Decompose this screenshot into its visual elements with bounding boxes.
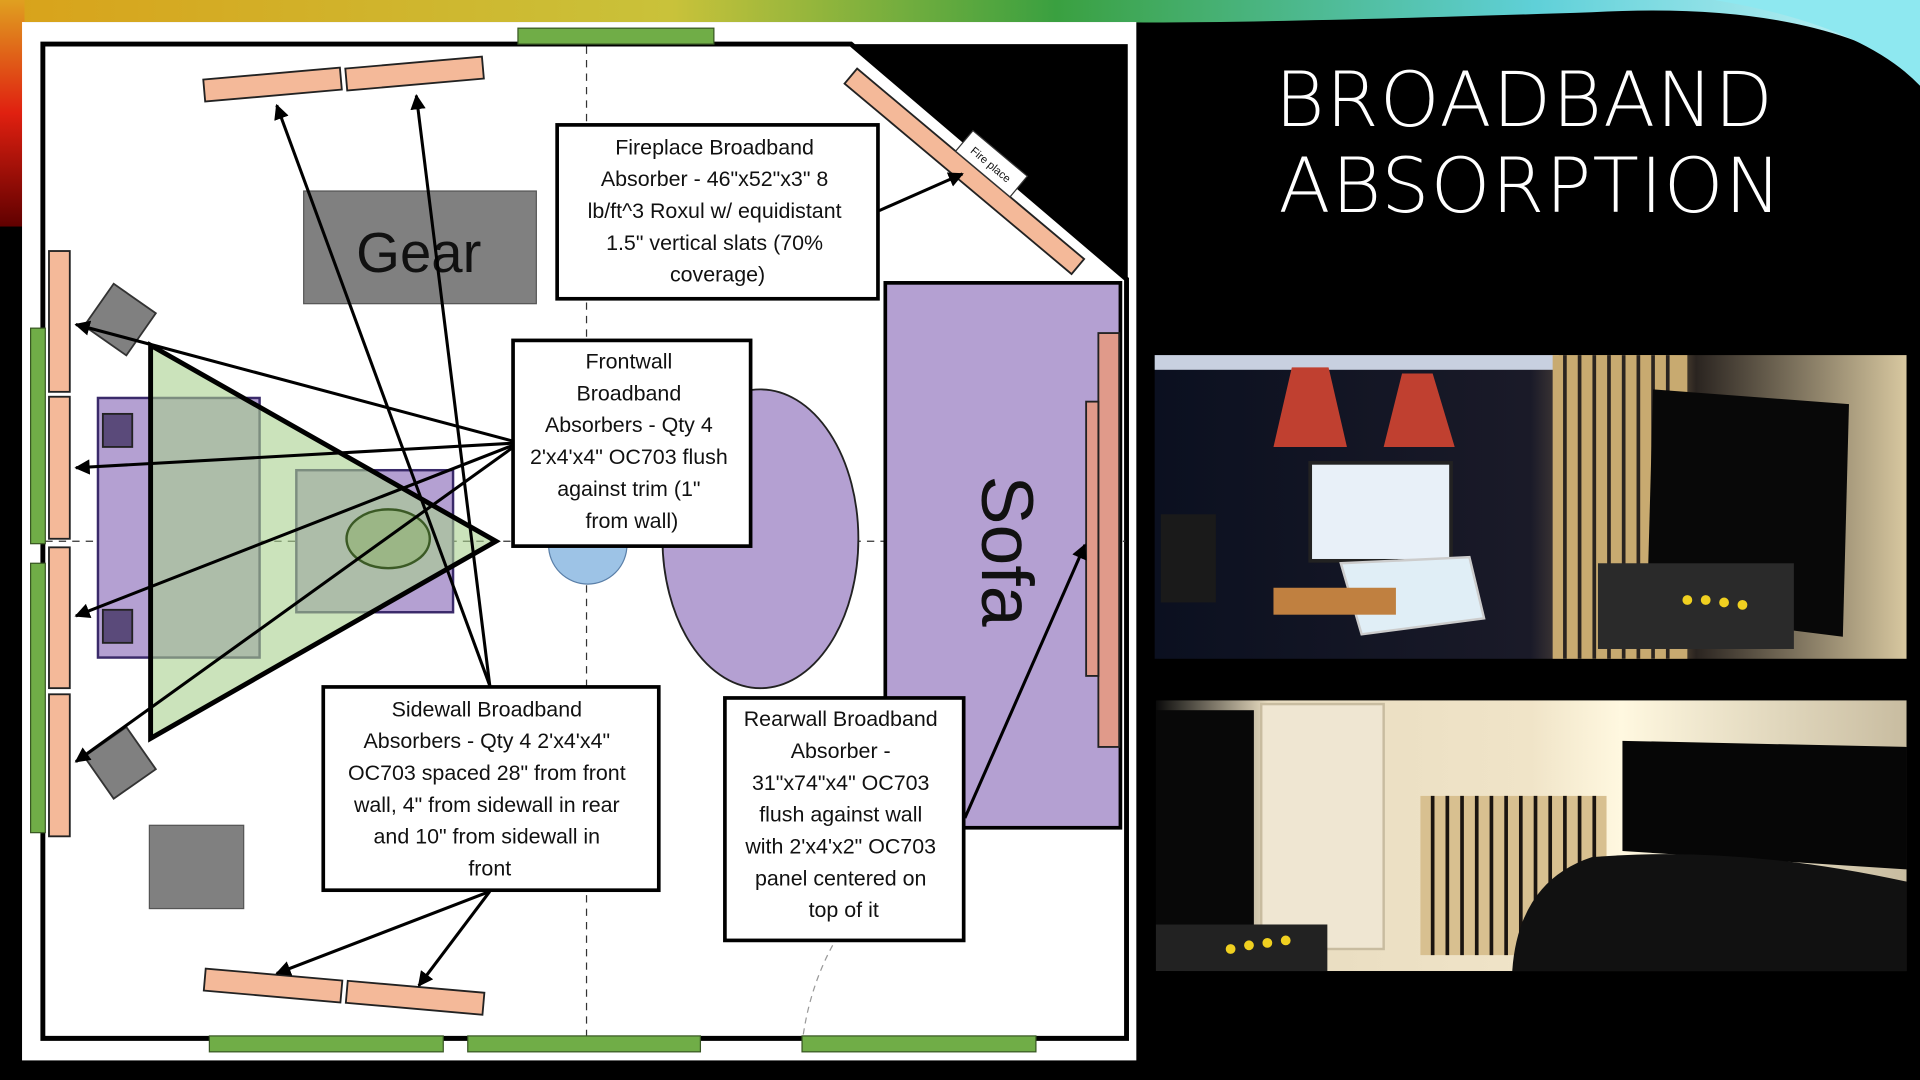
callout-line: wall, 4" from sidewall in rear — [353, 793, 620, 817]
callout-line: front — [468, 857, 511, 881]
sidewall-absorber — [344, 979, 486, 1016]
callout-line: lb/ft^3 Roxul w/ equidistant — [588, 199, 842, 223]
chair — [547, 544, 628, 585]
callout-line: 1.5" vertical slats (70% — [606, 231, 823, 255]
right-swoosh — [1714, 0, 1920, 86]
callout-line: Absorber - 46"x52"x3" 8 — [601, 167, 828, 191]
rear-wall-sofa-photo — [1155, 700, 1907, 972]
room-diagram: Fire place Gear Sofa — [22, 22, 1137, 1061]
callout-line: Absorber - — [791, 739, 891, 763]
window — [801, 1035, 1037, 1053]
room-outline — [40, 41, 1129, 1041]
callout-line: Rearwall Broadband — [744, 707, 938, 731]
fireplace-callout: Fireplace Broadband Absorber - 46"x52"x3… — [555, 123, 880, 301]
door-swing — [802, 945, 834, 1035]
arrow — [74, 320, 513, 443]
listening-triangle — [148, 341, 501, 743]
speaker-left — [82, 282, 158, 357]
subwoofer — [101, 608, 134, 644]
studio-desk-photo — [1154, 355, 1907, 659]
callout-line: coverage) — [670, 263, 765, 287]
window — [467, 1035, 702, 1053]
sidewall-absorber — [202, 66, 343, 103]
callout-line: 2'x4'x4" OC703 flush — [530, 445, 728, 469]
svg-text:Frontwall Broadband: Frontwall Broadband Absorbers - Qty 4 2'… — [530, 350, 734, 533]
arrow — [878, 172, 964, 213]
callout-line: flush against wall — [759, 803, 922, 827]
callout-line: Fireplace Broadband — [615, 135, 814, 159]
arrow — [410, 93, 492, 686]
callout-line: 31"x74"x4" OC703 — [752, 771, 930, 795]
callout-line: Sidewall Broadband — [392, 697, 582, 721]
arrow — [963, 543, 1087, 819]
frontwall-callout: Frontwall Broadband Absorbers - Qty 4 2'… — [511, 338, 753, 548]
top-swoosh — [0, 0, 1920, 74]
callout-line: Frontwall — [585, 350, 672, 374]
arrow — [74, 446, 513, 763]
rearwall-panel — [1085, 400, 1100, 677]
slide-title-line-1: BROADBAND — [1275, 56, 1774, 144]
gear-label: Gear — [356, 221, 481, 284]
callout-line: against trim (1" — [557, 477, 700, 501]
svg-text:Fireplace Broadband Ab: Fireplace Broadband Absorber - 46"x52"x3… — [588, 135, 848, 286]
slide-title-line-2: ABSORPTION — [1278, 142, 1782, 230]
window — [30, 562, 46, 834]
sidewall-absorber — [202, 967, 344, 1004]
arrow — [417, 890, 492, 987]
fireplace-tag — [954, 129, 1029, 198]
rearwall-absorber — [1097, 332, 1121, 748]
sidewall-callout: Sidewall Broadband Absorbers - Qty 4 2'x… — [321, 685, 661, 893]
callout-line: Absorbers - Qty 4 — [545, 413, 713, 437]
window — [517, 27, 715, 45]
frontwall-absorber — [48, 693, 71, 838]
arrow — [275, 890, 491, 976]
window — [208, 1035, 444, 1053]
gear-cabinet — [148, 824, 245, 910]
callout-line: panel centered on — [755, 866, 926, 890]
frontwall-absorber — [48, 546, 71, 690]
callout-line: Broadband — [576, 381, 681, 405]
svg-text:Sidewall Broadband Abs: Sidewall Broadband Absorbers - Qty 4 2'x… — [348, 697, 632, 880]
callout-line: from wall) — [585, 509, 678, 533]
sidewall-absorber — [344, 55, 485, 92]
callout-line: with 2'x4'x2" OC703 — [744, 834, 936, 858]
left-swoosh — [0, 0, 25, 227]
callout-line: and 10" from sidewall in — [374, 825, 601, 849]
arrow — [274, 103, 492, 687]
callout-line: OC703 spaced 28" from front — [348, 761, 626, 785]
subwoofer — [101, 412, 134, 448]
arrow — [74, 441, 512, 475]
rearwall-callout: Rearwall Broadband Absorber - 31"x74"x4"… — [723, 696, 966, 943]
svg-text:Rearwall Broadband Abs: Rearwall Broadband Absorber - 31"x74"x4"… — [744, 707, 944, 922]
sofa-label: Sofa — [966, 475, 1049, 626]
frontwall-absorber — [48, 395, 71, 540]
callout-line: Absorbers - Qty 4 2'x4'x4" — [364, 729, 611, 753]
frontwall-absorber — [48, 250, 71, 393]
window — [30, 327, 46, 545]
callout-line: top of it — [809, 898, 879, 922]
arrow — [74, 444, 513, 619]
